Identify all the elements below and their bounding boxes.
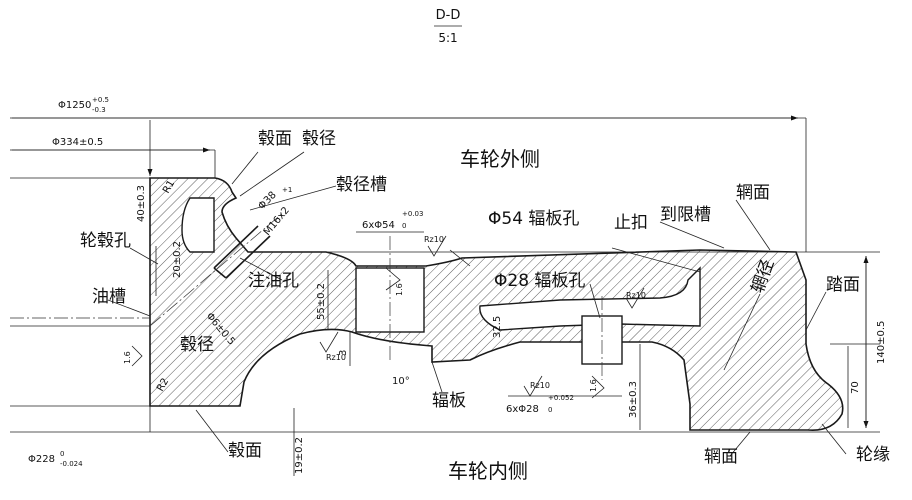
web-label: 辐板 (432, 391, 466, 411)
section-title: D-D (436, 8, 461, 23)
rz10-d: Rz10 (530, 381, 550, 390)
dim-d1250-lo: -0.3 (92, 106, 106, 114)
dim-h140: 140±0.5 (876, 321, 887, 364)
rim-face-bottom-label: 辋面 (704, 447, 738, 467)
dim-holes54-up: +0.03 (402, 210, 423, 218)
dim-h3: 3 (338, 350, 349, 356)
hole28-label: Φ28 辐板孔 (494, 271, 585, 291)
leader-lines (107, 151, 847, 457)
roughness-symbols (131, 235, 645, 399)
oil-groove-label: 油槽 (92, 287, 126, 307)
dim-d228-up: 0 (60, 450, 64, 458)
dim-h55: 55±0.2 (316, 283, 327, 320)
dim-h32: 32.5 (492, 316, 503, 338)
hub-dia-top-label: 毂径 (302, 129, 336, 149)
dim-h36: 36±0.3 (628, 381, 639, 418)
dim-holes54-lo: 0 (402, 222, 406, 230)
dim-d1250-up: +0.5 (92, 96, 109, 104)
tread-label: 踏面 (826, 275, 860, 295)
ra16-a: 1.6 (395, 283, 404, 296)
hub-relief (181, 197, 215, 253)
hole54-label: Φ54 辐板孔 (488, 209, 579, 229)
dimension-lines (12, 115, 869, 476)
dim-holes28: 6xΦ28 (506, 404, 539, 415)
phi38-tol: +1 (282, 186, 292, 194)
rz10-c: Rz10 (626, 291, 646, 300)
dim-holes54: 6xΦ54 (362, 220, 395, 231)
dim-holes28-lo: 0 (548, 406, 552, 414)
dim-d1250: Φ1250 (58, 100, 91, 111)
dim-d228: Φ228 (28, 454, 55, 465)
stop-label: 止扣 (614, 213, 648, 233)
ra16-c: 1.6 (123, 351, 132, 364)
outer-side-label: 车轮外侧 (460, 147, 540, 171)
groove-cavity (479, 266, 701, 331)
dim-holes28-up: +0.052 (548, 394, 574, 402)
hub-face-top-label: 毂面 (258, 129, 292, 149)
limit-groove-label: 到限槽 (660, 205, 711, 225)
dim-h20: 20±0.2 (172, 241, 183, 278)
dim-h70: 70 (850, 381, 861, 394)
phi38-label: Φ38 (256, 190, 278, 212)
oil-hole (149, 211, 285, 327)
dim-h19: 19±0.2 (294, 437, 305, 474)
flange-label: 轮缘 (856, 445, 890, 465)
m16-label: M16x2 (262, 205, 292, 238)
hub-groove-label: 毂径槽 (336, 175, 387, 195)
dim-h40: 40±0.3 (136, 185, 147, 222)
wheel-hole-label: 轮毂孔 (80, 231, 131, 251)
section-scale: 5:1 (438, 31, 457, 45)
dim-d228-lo: -0.024 (60, 460, 83, 468)
web-hole-54 (355, 267, 425, 333)
hub-face-bottom-label: 毂面 (228, 441, 262, 461)
rz10-b: Rz10 (326, 353, 346, 362)
oil-hole-label: 注油孔 (248, 271, 299, 291)
inner-side-label: 车轮内侧 (448, 459, 528, 483)
ra16-b: 1.6 (589, 379, 598, 392)
rz10-a: Rz10 (424, 235, 444, 244)
dim-d334: Φ334±0.5 (52, 137, 103, 148)
hub-dia-mid-label: 毂径 (180, 335, 214, 355)
rim-face-top-label: 辋面 (736, 183, 770, 203)
dim-ang10: 10° (392, 376, 410, 387)
